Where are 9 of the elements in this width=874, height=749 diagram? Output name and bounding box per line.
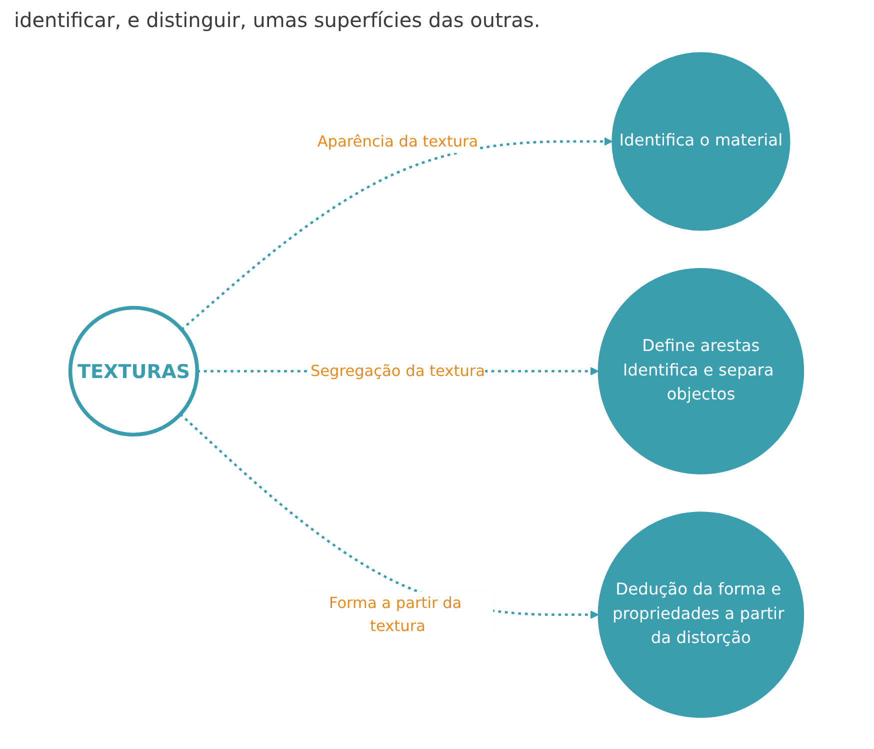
node-circle: TEXTURAS (68, 306, 200, 437)
edge-label: Aparência da textura (317, 132, 478, 150)
note-text: identificar, e distinguir, umas superfícies das outras. (14, 8, 542, 32)
node-circle: Identifica o material (612, 52, 790, 231)
edge-label: Segregação da textura (310, 362, 486, 380)
node-circle: Define arestas Identifica e separa objectos (598, 268, 804, 474)
edge-label: Forma a partir da textura (329, 594, 462, 635)
arrow (180, 137, 613, 330)
node-circle: Dedução da forma e propriedades a partir da distorção (598, 512, 804, 718)
